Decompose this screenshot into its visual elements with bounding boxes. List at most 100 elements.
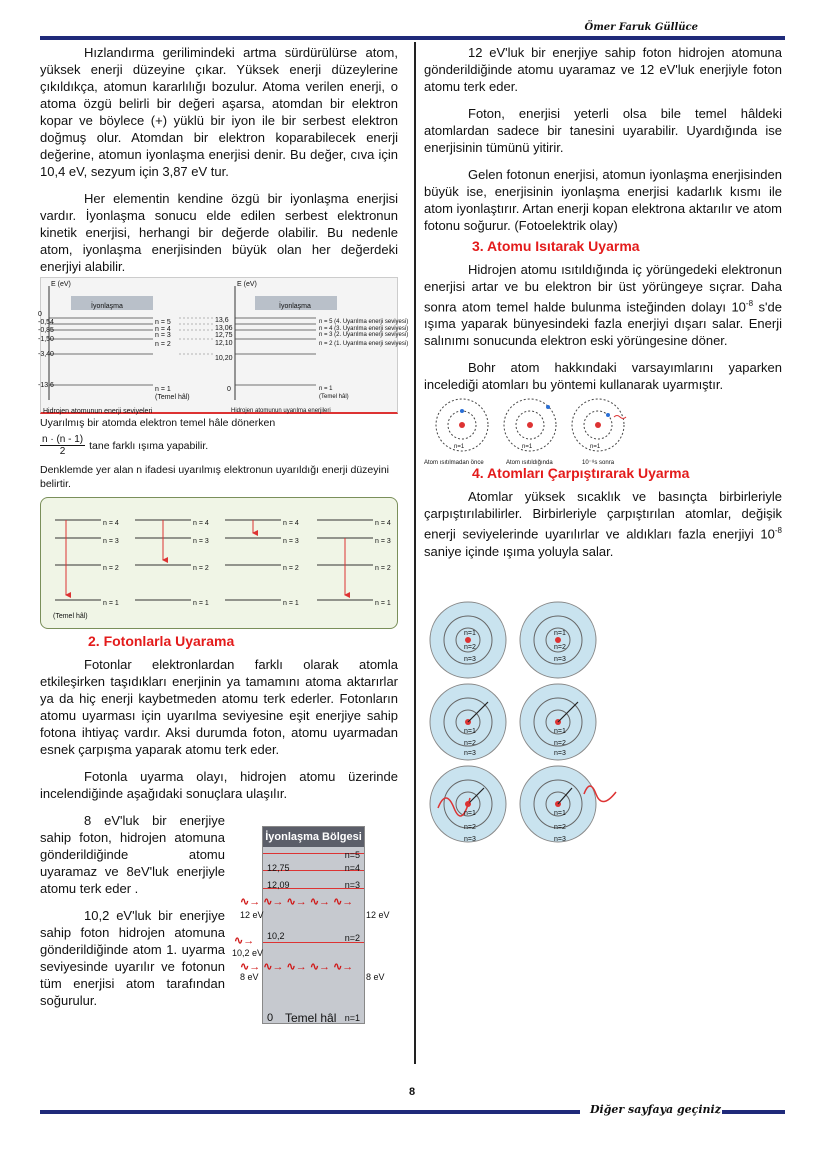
- level-label: n = 3: [155, 332, 171, 339]
- photon-wave: ∿→ ∿→ ∿→ ∿→ ∿→: [240, 961, 354, 973]
- orbit-label: n=2: [554, 740, 566, 747]
- text-span: saniye içinde ışıma yoluyla salar.: [424, 543, 614, 559]
- bottom-rule: [722, 1110, 785, 1114]
- level-label: n = 1: [283, 600, 299, 607]
- orbit-label: n=3: [464, 656, 476, 663]
- diagram-caption: Hidrojen atomunun uyarılma enerjileri: [231, 408, 331, 414]
- level-label: n=3: [344, 880, 360, 890]
- paragraph: Atomlar yüksek sıcaklık ve basınçta birb…: [424, 488, 782, 559]
- formula-explanation: Denklemde yer alan n ifadesi uyarılmış e…: [40, 464, 390, 490]
- right-column: 12 eV'luk bir enerjiye sahip foton hidro…: [424, 44, 782, 570]
- energy-value: 12,09: [267, 880, 290, 890]
- top-rule: [40, 36, 785, 40]
- text-span: Atomlar yüksek sıcaklık ve basınçta birb…: [424, 489, 782, 542]
- ionization-title: İyonlaşma Bölgesi: [263, 827, 364, 847]
- excitation-label: n = 4 (3. Uyarılma enerji seviyesi): [319, 326, 409, 332]
- level-line: [263, 870, 364, 871]
- level-line: [263, 942, 364, 943]
- ground-label: (Temel hâl): [53, 613, 88, 620]
- energy-value: 10,2: [267, 931, 285, 941]
- energy-value: -3,40: [38, 351, 54, 358]
- paragraph: Fotonla uyarma olayı, hidrojen atomu üze…: [40, 769, 398, 801]
- formula-denominator: 2: [59, 446, 66, 457]
- ground-label: Temel hâl: [285, 1011, 337, 1025]
- text-span: s'de ışıma yaparak bünyesindeki fazla en…: [424, 299, 782, 349]
- energy-value: -13,6: [38, 382, 54, 389]
- orbit-label: n=1: [454, 444, 465, 451]
- level-label: n = 1: [103, 600, 119, 607]
- level-label: n = 1: [193, 600, 209, 607]
- level-label: n = 4: [155, 326, 171, 333]
- orbit-label: n=2: [464, 644, 476, 651]
- energy-value: -0,85: [38, 327, 54, 334]
- level-label: n=4: [344, 863, 360, 873]
- photon-wave: ∿→: [234, 935, 255, 947]
- level-label: n = 4: [193, 520, 209, 527]
- paragraph: Her elementin kendine özgü bir iyonlaşma…: [40, 191, 398, 274]
- level-label: n = 1: [155, 386, 171, 393]
- superscript: -8: [745, 299, 754, 308]
- energy-value: 0: [267, 1012, 274, 1024]
- atom-caption: Atom ısıtıldığında: [506, 460, 553, 467]
- paragraph: Hızlandırma gerilimindeki artma sürdürül…: [40, 45, 398, 179]
- paragraph: 10,2 eV'luk bir enerjiye sahip foton hid…: [40, 908, 225, 1008]
- formula-numerator: n · (n - 1): [40, 434, 86, 446]
- orbit-label: n=1: [554, 728, 566, 735]
- energy-value: -0,54: [38, 319, 54, 326]
- left-column: Hızlandırma gerilimindeki artma sürdürül…: [38, 44, 408, 1019]
- atom-caption: Atom ısıtılmadan önce: [424, 460, 484, 467]
- orbit-label: n=1: [522, 444, 533, 451]
- axis-label: E (eV): [237, 281, 257, 288]
- level-label: n = 2: [155, 341, 171, 348]
- ionization-diagram: İyonlaşma Bölgesi n=5 12,75 n=4 12,09 n=…: [262, 826, 365, 1025]
- orbit-label: n=3: [464, 836, 476, 843]
- orbit-label: n=1: [554, 810, 566, 817]
- level-label: n = 4: [283, 520, 299, 527]
- level-label: n = 5: [155, 319, 171, 326]
- orbit-label: n=3: [554, 656, 566, 663]
- paragraph: Gelen fotonun enerjisi, atomun iyonlaşma…: [424, 167, 782, 233]
- orbit-label: n=2: [464, 740, 476, 747]
- level-line: [263, 853, 364, 854]
- energy-level-diagram: E (eV) E (eV) İyonlaşma İyonlaşma 0 -0,5…: [38, 277, 408, 415]
- photon-label: 8 eV: [366, 972, 385, 982]
- photon-label: 8 eV: [240, 972, 259, 982]
- column-divider: [414, 42, 416, 1064]
- excitation-label: n = 2 (1. Uyarılma enerji seviyesi): [319, 341, 409, 347]
- orbit-label: n=1: [554, 630, 566, 637]
- level-label: n = 4: [103, 520, 119, 527]
- energy-value: 13,6: [215, 317, 229, 324]
- paragraph: Bohr atom hakkındaki varsayımlarını yapa…: [424, 360, 782, 393]
- level-label: n = 4: [375, 520, 391, 527]
- orbit-label: n=3: [554, 836, 566, 843]
- ionization-label: İyonlaşma: [279, 303, 311, 310]
- excitation-label: n = 5 (4. Uyarılma enerji seviyesi): [319, 319, 409, 325]
- section-heading: 3. Atomu Isıtarak Uyarma: [472, 238, 640, 254]
- orbit-label: n=1: [590, 444, 601, 451]
- diagram-caption: Hidrojen atomunun enerji seviyeleri: [43, 408, 153, 415]
- energy-value: 12,10: [215, 340, 233, 347]
- formula-row: n · (n - 1) 2 tane farklı ışıma yapabili…: [40, 434, 398, 457]
- level-label: n=1: [344, 1013, 360, 1023]
- photon-label: 12 eV: [366, 910, 390, 920]
- level-line: [263, 888, 364, 889]
- axis-label: E (eV): [51, 281, 71, 288]
- excitation-label: n = 1: [319, 386, 333, 392]
- level-label: n = 1: [375, 600, 391, 607]
- orbit-label: n=3: [554, 750, 566, 757]
- energy-level-graphic: [48, 286, 337, 400]
- next-page-note: Diğer sayfaya geçiniz: [590, 1103, 721, 1116]
- level-label: n = 3: [103, 538, 119, 545]
- level-label: n = 3: [193, 538, 209, 545]
- orbit-label: n=2: [554, 824, 566, 831]
- level-label: n=2: [344, 933, 360, 943]
- author-name: Ömer Faruk Güllüce: [584, 22, 698, 33]
- energy-value: 12,75: [215, 332, 233, 339]
- photon-label: 10,2 eV: [232, 948, 264, 958]
- heated-atoms-graphic: [435, 398, 627, 452]
- collision-graphic: [429, 601, 617, 843]
- level-label: n=5: [344, 850, 360, 860]
- page-number: 8: [409, 1086, 416, 1098]
- paragraph: Foton, enerjisi yeterli olsa bile temel …: [424, 106, 782, 155]
